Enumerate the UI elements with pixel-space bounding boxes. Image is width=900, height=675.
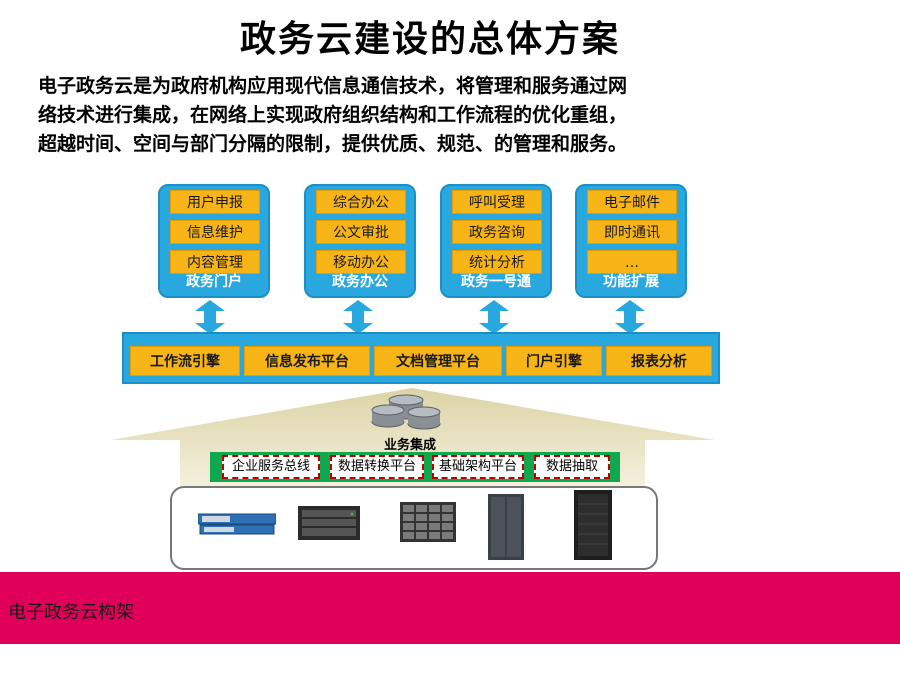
module-item: 政务咨询 (452, 220, 542, 244)
module-item: 公文审批 (316, 220, 406, 244)
footer-label: 电子政务云构架 (8, 602, 134, 623)
hardware-panel (170, 486, 658, 570)
module-office: 综合办公 公文审批 移动办公 政务办公 (304, 184, 416, 298)
integration-item: 数据转换平台 (330, 455, 424, 479)
page-title: 政务云建设的总体方案 (239, 18, 620, 60)
storage-array-icon (400, 502, 456, 542)
module-label: 功能扩展 (603, 274, 659, 290)
module-item: 电子邮件 (587, 190, 677, 214)
platform-item: 工作流引擎 (130, 346, 240, 376)
double-arrow-icon (343, 300, 373, 334)
cabinet-server-icon (488, 494, 524, 560)
double-arrow-icon (479, 300, 509, 334)
platform-item: 报表分析 (606, 346, 712, 376)
intro-line: 超越时间、空间与部门分隔的限制，提供优质、规范、的管理和服务。 (38, 133, 628, 155)
platform-item: 信息发布平台 (244, 346, 370, 376)
module-item: 用户申报 (170, 190, 260, 214)
platform-bar: 工作流引擎 信息发布平台 文档管理平台 门户引擎 报表分析 (122, 332, 720, 384)
integration-label: 业务集成 (384, 438, 437, 453)
module-item: 移动办公 (316, 250, 406, 274)
module-item: 呼叫受理 (452, 190, 542, 214)
module-item: 统计分析 (452, 250, 542, 274)
module-item: 内容管理 (170, 250, 260, 274)
module-item: 即时通讯 (587, 220, 677, 244)
module-label: 政务门户 (186, 274, 242, 290)
network-switch-icon (198, 513, 276, 535)
rack-server-icon (298, 506, 360, 540)
module-hotline: 呼叫受理 政务咨询 统计分析 政务一号通 (440, 184, 552, 298)
rack-cabinet-icon (574, 490, 612, 560)
intro-line: 络技术进行集成，在网络上实现政府组织结构和工作流程的优化重组， (38, 104, 628, 126)
module-extension: 电子邮件 即时通讯 … 功能扩展 (575, 184, 687, 298)
double-arrow-icon (615, 300, 645, 334)
platform-item: 门户引擎 (506, 346, 602, 376)
integration-bar: 企业服务总线 数据转换平台 基础架构平台 数据抽取 (210, 452, 620, 482)
module-item: 信息维护 (170, 220, 260, 244)
platform-item: 文档管理平台 (374, 346, 502, 376)
module-label: 政务办公 (332, 274, 388, 290)
integration-item: 基础架构平台 (432, 455, 524, 479)
module-portal: 用户申报 信息维护 内容管理 政务门户 (158, 184, 270, 298)
intro-paragraph: 电子政务云是为政府机构应用现代信息通信技术，将管理和服务通过网 络技术进行集成，… (38, 72, 828, 159)
module-label: 政务一号通 (461, 274, 531, 290)
module-item: 综合办公 (316, 190, 406, 214)
footer-band: 电子政务云构架 (0, 572, 900, 644)
module-item: … (587, 250, 677, 274)
integration-item: 数据抽取 (534, 455, 610, 479)
integration-item: 企业服务总线 (222, 455, 320, 479)
intro-line: 电子政务云是为政府机构应用现代信息通信技术，将管理和服务通过网 (38, 75, 628, 97)
database-icon (371, 394, 441, 430)
double-arrow-icon (195, 300, 225, 334)
